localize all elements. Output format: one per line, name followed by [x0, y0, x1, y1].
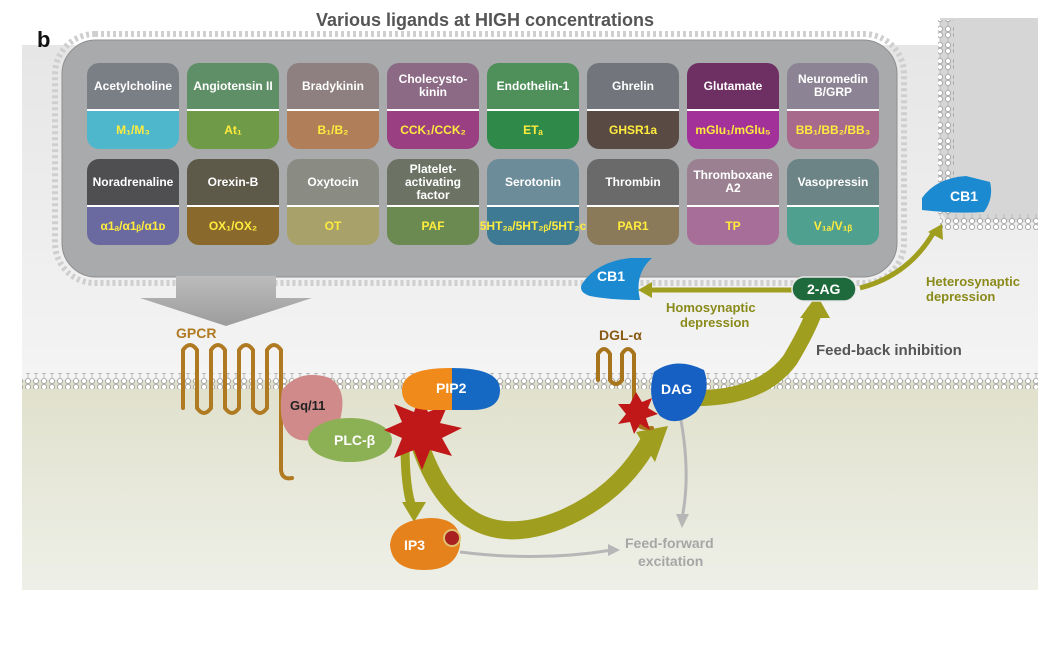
ligand-box-lipid-border — [52, 31, 907, 286]
pip2-left-shape — [402, 368, 452, 410]
ligand-name: Bradykinin — [287, 63, 379, 111]
receptor-name: V₁ₐ/V₁ᵦ — [787, 207, 879, 245]
receptor-name: 5HT₂ₐ/5HT₂ᵦ/5HT₂ᴄ — [480, 207, 586, 245]
two-ag-shape — [791, 276, 857, 302]
receptor-name: PAF — [387, 207, 479, 245]
receptor-name: At₁ — [187, 111, 279, 149]
homosynaptic-label-line1: Homosynaptic — [666, 300, 756, 315]
ligand-name: Cholecysto-kinin — [387, 63, 479, 111]
receptor-name: PAR1 — [587, 207, 679, 245]
ligand-name: Thromboxane A2 — [687, 159, 779, 207]
cb1-homosynaptic-label: CB1 — [597, 268, 626, 284]
pip2-label: PIP2 — [436, 380, 467, 396]
postsynaptic-cytoplasm — [22, 380, 1038, 590]
dgl-star-shape — [618, 392, 658, 434]
ligand-name: Noradrenaline — [87, 159, 179, 207]
receptor-name: CCK₁/CCK₂ — [387, 111, 479, 149]
receptor-name: M₁/M₃ — [87, 111, 179, 149]
ip3-feedforward-arrow — [459, 548, 613, 559]
dag-label: DAG — [661, 381, 693, 397]
ip3-label: IP3 — [404, 537, 426, 553]
receptor-name: BB₁/BB₂/BB₃ — [787, 111, 879, 149]
ligand-name: Glutamate — [687, 63, 779, 111]
gpcr-shape — [181, 343, 294, 481]
feedforward-label-line1: Feed-forward — [625, 535, 714, 551]
ligand-name: Endothelin-1 — [487, 63, 579, 111]
diagram-title: Various ligands at HIGH concentrations — [315, 10, 655, 30]
ligand-name: Acetylcholine — [87, 63, 179, 111]
ligand-name: Serotonin — [487, 159, 579, 207]
heterosynaptic-label-line1: Heterosynaptic — [926, 274, 1020, 289]
cb1-presynaptic-shape — [922, 176, 992, 213]
feedback-label: Feed-back inhibition — [816, 342, 962, 359]
pip2-to-dag-arrow — [411, 435, 658, 540]
receptor-name: ETₐ — [487, 111, 579, 149]
ligand-name: Thrombin — [587, 159, 679, 207]
presynaptic-membrane-horizontal — [940, 214, 1038, 230]
ligand-name: Vasopressin — [787, 159, 879, 207]
panel-letter: b — [37, 27, 51, 52]
gq11-label: Gq/11 — [290, 398, 326, 413]
plc-star-shape — [384, 395, 462, 470]
heterosynaptic-label-line2: depression — [926, 289, 996, 304]
homosynaptic-label-line2: depression — [680, 315, 750, 330]
receptor-name: GHSR1a — [587, 111, 679, 149]
dag-shape — [651, 363, 707, 422]
pip2-right-shape — [452, 368, 500, 410]
dag-to-2ag-arrow — [689, 307, 823, 407]
cb1-presynaptic-label: CB1 — [950, 188, 979, 204]
plc-beta-shape — [308, 418, 392, 462]
heterosynaptic-arrow — [859, 228, 938, 291]
ligand-name: Angiotensin II — [187, 63, 279, 111]
receptor-name: B₁/B₂ — [287, 111, 379, 149]
ligand-name: Orexin-B — [187, 159, 279, 207]
ip3-shape — [390, 518, 461, 570]
receptor-name: TP — [687, 207, 779, 245]
ligand-name: Neuromedin B/GRP — [787, 63, 879, 111]
gpcr-label: GPCR — [176, 325, 217, 341]
receptor-name: mGlu₁/mGlu₅ — [687, 111, 779, 149]
ip3-phosphate-shape — [443, 529, 461, 547]
receptor-name: OX₁/OX₂ — [187, 207, 279, 245]
presynaptic-terminal — [940, 18, 1038, 222]
receptor-name: α1ₐ/α1ᵦ/α1ᴅ — [87, 207, 179, 245]
dgl-alpha-label: DGL-α — [599, 327, 642, 343]
presynaptic-membrane-vertical — [938, 20, 954, 216]
postsynaptic-membrane — [22, 373, 1038, 389]
receptor-name: OT — [287, 207, 379, 245]
two-ag-label: 2-AG — [807, 281, 841, 297]
ligand-name: Platelet-activating factor — [387, 159, 479, 207]
cb1-homosynaptic-shape — [581, 258, 652, 300]
ligand-name: Oxytocin — [287, 159, 379, 207]
ligand-name: Ghrelin — [587, 63, 679, 111]
plc-beta-label: PLC-β — [334, 432, 376, 448]
down-arrow — [140, 276, 312, 326]
feedforward-label-line2: excitation — [638, 553, 704, 569]
